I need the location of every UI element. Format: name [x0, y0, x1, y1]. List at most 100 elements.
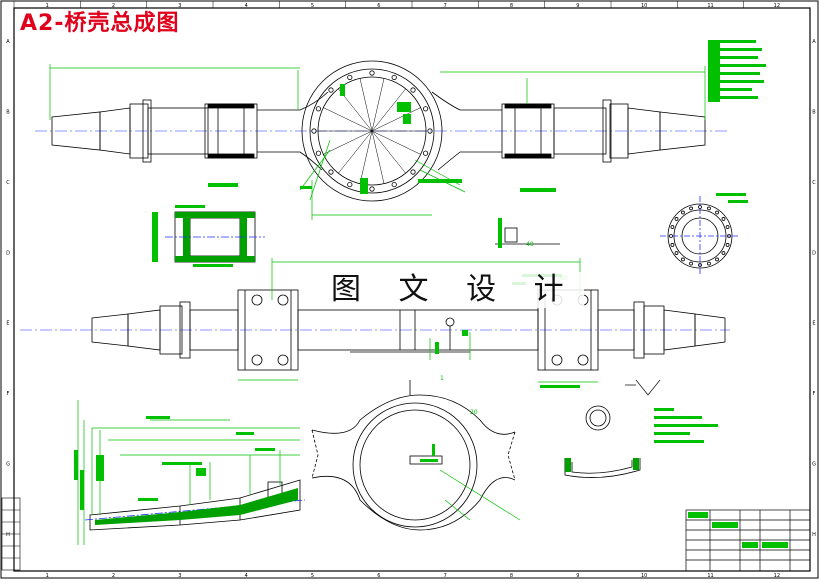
bolt-hole	[315, 106, 322, 112]
grid-row-label: D	[6, 250, 10, 256]
grid-row-label: A	[812, 39, 816, 45]
section-dims	[439, 469, 521, 521]
ring-tooth	[669, 234, 673, 238]
housing-cross-section	[311, 380, 516, 531]
ring-tooth	[707, 261, 711, 266]
top-dimensions	[238, 258, 598, 383]
bolt-hole	[427, 128, 433, 134]
section-ray	[359, 130, 373, 184]
ring-tooth	[670, 243, 675, 247]
section-ray	[371, 130, 385, 184]
grid-column-label: 4	[245, 3, 248, 9]
ring-tooth	[707, 206, 711, 211]
grid-column-label: 11	[707, 573, 713, 579]
flange-ring-detail	[660, 196, 740, 276]
section-hatch	[420, 444, 438, 462]
grid-column-label: 4	[245, 573, 248, 579]
grid-row-label: D	[812, 250, 816, 256]
grid-row-label: G	[6, 461, 10, 467]
ring-tooth	[725, 243, 730, 247]
grid-column-label: 10	[641, 3, 647, 9]
bolt-hole	[422, 106, 429, 112]
grid-row-label: B	[812, 110, 816, 116]
grid-column-label: 2	[112, 3, 115, 9]
grid-row-label: A	[6, 39, 10, 45]
spring-seat-dims	[152, 205, 233, 267]
grid-column-label: 8	[510, 3, 513, 9]
bolt-hole	[369, 186, 375, 192]
ring-tooth	[725, 225, 730, 229]
grid-column-label: 5	[311, 573, 314, 579]
grid-row-label: F	[7, 391, 10, 397]
grid-column-label: 12	[774, 573, 780, 579]
dim-text-1: 20	[470, 409, 478, 416]
ring-tooth	[721, 217, 726, 221]
grid-column-label: 9	[576, 573, 579, 579]
ring-tooth	[689, 206, 693, 211]
section-ray	[371, 130, 406, 174]
ring-tooth	[670, 225, 675, 229]
spindle-dim-tags	[74, 416, 275, 510]
ring-tooth	[698, 205, 702, 209]
grid-row-label: E	[6, 321, 9, 327]
dim-text-2: 40	[526, 241, 534, 248]
ring-tooth	[698, 263, 702, 267]
weld-symbol-small	[625, 379, 661, 396]
bolt-hole	[410, 87, 416, 93]
grid-column-label: 1	[46, 573, 49, 579]
ring-tooth	[715, 210, 719, 215]
grid-column-label: 7	[444, 3, 447, 9]
bolt-hole	[347, 74, 353, 81]
tube-detail-hatch	[565, 458, 639, 472]
title-block-fill	[688, 512, 788, 548]
ring-tooth	[681, 210, 685, 215]
section-ray	[338, 130, 373, 174]
bolt-hole	[391, 74, 397, 81]
weld-detail	[495, 218, 560, 248]
bolt-hole	[328, 169, 334, 175]
title-block	[685, 509, 811, 572]
grid-column-label: 1	[46, 3, 49, 9]
grid-row-label: C	[812, 180, 816, 186]
bolt-hole	[328, 87, 334, 93]
ring-tooth	[674, 251, 679, 255]
bolt-hole	[311, 128, 317, 134]
ring-tooth	[689, 261, 693, 266]
grid-column-label: 6	[377, 573, 380, 579]
spindle-hatching	[95, 488, 298, 525]
grid-column-label: 6	[377, 3, 380, 9]
tube-detail	[564, 405, 641, 478]
section-ray	[371, 130, 421, 155]
bolt-hole	[422, 150, 429, 156]
ring-tooth	[715, 257, 719, 262]
ring-tooth	[674, 217, 679, 221]
spring-seat-section	[165, 211, 265, 263]
revision-table	[1, 497, 21, 571]
grid-column-label: 3	[178, 573, 181, 579]
grid-column-label: 10	[641, 573, 647, 579]
bolt-hole	[347, 181, 353, 188]
technical-requirements-notes	[654, 408, 718, 443]
section-rays	[318, 78, 426, 184]
grid-column-label: 12	[774, 3, 780, 9]
ring-tooth	[727, 234, 731, 238]
section-ray	[323, 130, 373, 155]
grid-column-label: 8	[510, 573, 513, 579]
grid-column-label: 11	[707, 3, 713, 9]
grid-column-label: 2	[112, 573, 115, 579]
grid-row-label: C	[6, 180, 10, 186]
bolt-hole	[369, 70, 375, 76]
section-ray	[323, 107, 373, 132]
section-ray	[371, 88, 406, 132]
grid-row-label: F	[813, 391, 816, 397]
bolt-hole	[391, 181, 397, 188]
bolt-hole	[410, 169, 416, 175]
grid-row-label: B	[6, 110, 10, 116]
grid-column-label: 3	[178, 3, 181, 9]
watermark-text: 图 文 设 计	[325, 272, 584, 308]
drawing-title: A2-桥壳总成图	[20, 11, 180, 36]
